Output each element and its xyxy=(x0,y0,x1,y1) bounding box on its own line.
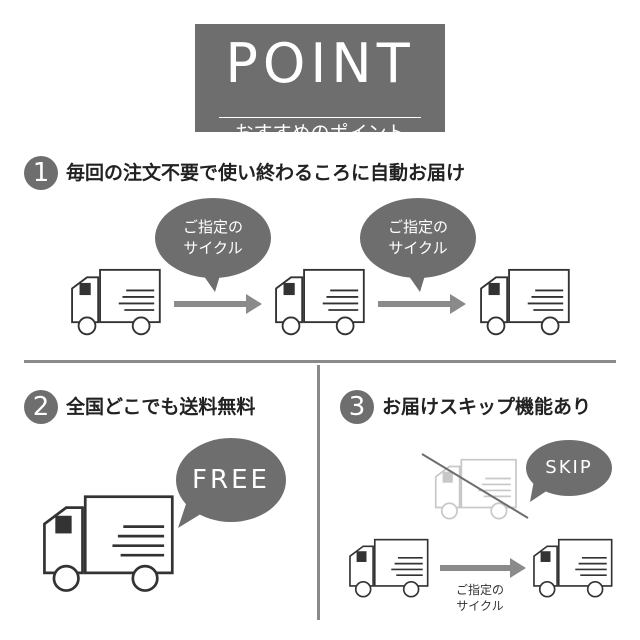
bubble-free: FREE xyxy=(176,438,286,522)
header-title: POINT xyxy=(225,32,415,95)
strike-line-icon xyxy=(421,453,529,519)
speech-bubble-icon xyxy=(176,438,286,528)
arrow-right-icon xyxy=(378,294,466,314)
bubble-skip: SKIP xyxy=(526,440,612,496)
section-divider-vertical xyxy=(317,365,320,620)
header-subtitle: おすすめのポイント xyxy=(234,122,406,144)
section-divider-horizontal xyxy=(24,360,616,363)
truck-icon xyxy=(38,494,176,596)
truck-icon xyxy=(68,268,162,338)
point-2-heading: 全国どこでも送料無料 xyxy=(66,396,256,418)
truck-icon xyxy=(477,268,571,338)
truck-icon xyxy=(272,268,366,338)
cycle-caption: ご指定の サイクル xyxy=(455,583,504,613)
point-2-number: 2 xyxy=(24,390,58,424)
arrow-right-icon xyxy=(440,558,526,578)
point-header: POINT おすすめのポイント xyxy=(195,24,445,144)
point-1-heading: 毎回の注文不要で使い終わるころに自動お届け xyxy=(66,162,466,184)
point-1-number: 1 xyxy=(24,156,58,190)
bubble-skip-text: SKIP xyxy=(545,457,593,478)
header-rule xyxy=(219,117,421,118)
truck-icon xyxy=(530,538,614,600)
bubble-cycle-1: ご指定の サイクル xyxy=(155,198,271,278)
bubble-cycle-2: ご指定の サイクル xyxy=(360,198,476,278)
speech-bubble-icon xyxy=(360,198,476,292)
truck-icon xyxy=(346,538,430,600)
point-3-heading: お届けスキップ機能あり xyxy=(382,396,592,418)
speech-bubble-icon xyxy=(155,198,271,292)
bubble-cycle-1-text: ご指定の サイクル xyxy=(182,218,243,257)
point-3-number: 3 xyxy=(340,390,374,424)
bubble-free-text: FREE xyxy=(192,465,270,495)
arrow-right-icon xyxy=(174,294,262,314)
bubble-cycle-2-text: ご指定の サイクル xyxy=(387,218,448,257)
speech-bubble-icon xyxy=(526,440,612,502)
